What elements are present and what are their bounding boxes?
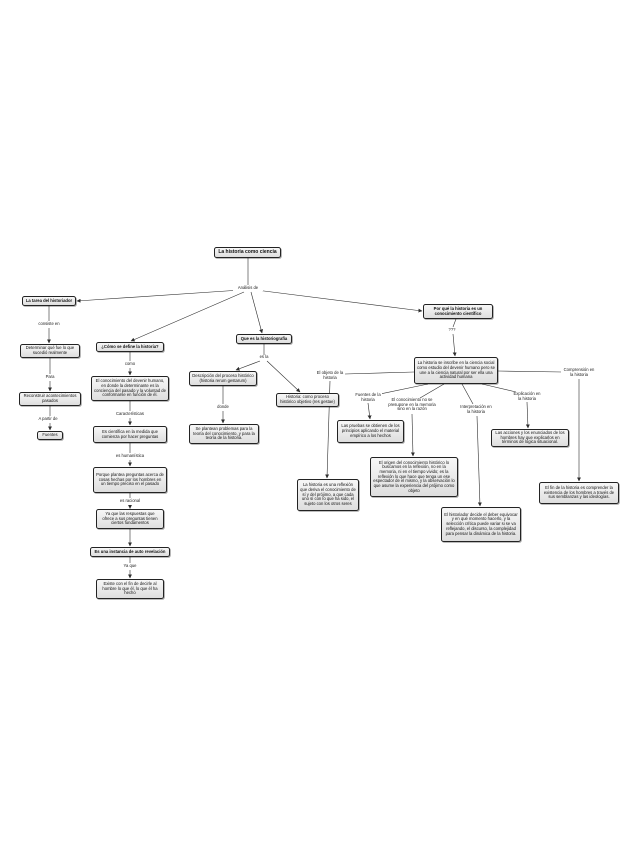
concept-acciones-enunciados: Las acciones y los enunciados de los hom…: [491, 429, 569, 447]
concept-historia-se-inscribe: La historia se inscribe en la ciencia so…: [414, 357, 498, 384]
concept-conocimiento-devenir: El conocimiento del devenir humano, en d…: [91, 376, 169, 401]
link-label-comprension: Comprensión en la historia: [561, 367, 597, 378]
link-label-fuentes-de-la-historia: Fuentes de la historia: [354, 392, 382, 403]
concept-existe-con-el-fin: Existe con el fin de decirle al hombre l…: [96, 579, 164, 599]
concept-se-plantean-problemas: Se plantean problemas para la teoría del…: [189, 424, 259, 444]
link-label-explicacion: Explicación en la historia: [511, 391, 543, 402]
concept-instancia-auto-revelacion: Es una instancia de auto revelación: [90, 547, 170, 557]
link-label-objeto-de-la-historia: El objeto de la historia: [316, 370, 344, 381]
link-label-caracteristicas: Características: [113, 411, 147, 417]
concept-por-que-conocimiento-cientifico: Por qué la historia es un conocimiento c…: [423, 304, 493, 319]
concept-es-cientifica: Es científica en la medida que comienza …: [93, 426, 167, 443]
concept-historiador-decide: El historiador decide el deber equivocar…: [441, 507, 521, 542]
link-label-consiste-en: consiste en: [35, 321, 63, 327]
concept-fuentes: Fuentes: [37, 431, 63, 440]
connector-memoria-to-origen: [410, 413, 415, 457]
concept-que-es-la-historiografia: Que es la historiografía: [236, 334, 292, 344]
connector-porque-ciencia-to-interrog: [452, 318, 457, 328]
concept-la-historia-como-ciencia: La historia como ciencia: [214, 247, 281, 258]
connector-inscribe-to-memoria: [419, 383, 445, 399]
link-label-es-humanistica: es humanística: [114, 453, 146, 459]
connector-analisis-to-como-define: [130, 291, 245, 342]
connector-fuentes-hist-to-pruebas: [367, 402, 372, 420]
connector-analisis-to-tarea: [76, 289, 242, 303]
concept-descripcion-proceso: Descripción del proceso histórico (histo…: [189, 371, 257, 386]
connector-esla-to-proceso: [266, 360, 301, 393]
link-label-para: Para: [43, 374, 57, 380]
link-label-interpretacion: Interpretación en la historia: [458, 404, 494, 415]
concept-porque-plantea: Porque plantea preguntas acerca de cosas…: [93, 467, 167, 493]
concept-historia-es-reflexion: La historia es una reflexión que deriva …: [297, 479, 359, 511]
concept-las-pruebas: Las pruebas se obtienen de los principio…: [337, 420, 404, 443]
link-label-donde: donde: [215, 404, 231, 410]
concept-fin-de-la-historia: El fin de la historia es comprender la e…: [539, 482, 619, 504]
concept-historia-proceso-objetivo: Historia: como proceso histórico objetiv…: [276, 393, 339, 407]
connector-analisis-to-historiografia: [250, 291, 263, 334]
concept-determinar: Determinar qué fue lo que sucedió realme…: [20, 344, 80, 358]
link-label-a-partir-de: A partir de: [35, 416, 61, 422]
link-label-es-racional: es racional: [117, 498, 143, 504]
connector-inscribe-to-objeto: [344, 371, 415, 375]
connector-explicacion-to-acciones: [525, 401, 530, 429]
connector-esla-to-descripcion: [235, 360, 261, 371]
concept-ya-que-las-respuestas: Ya que las respuestas que ofrece a sus p…: [96, 509, 164, 529]
connector-interrog-to-inscribe: [452, 333, 457, 357]
connector-inscribe-to-comprension: [497, 370, 563, 373]
connector-inscribe-to-fuentes-hist: [379, 383, 429, 395]
connector-interpretacion-to-decide: [476, 415, 482, 507]
link-label-conocimiento-memoria-razon: El conocimiento no se presupone en la me…: [386, 397, 438, 413]
connector-analisis-to-porque-ciencia: [255, 289, 423, 313]
concept-como-se-define-la-historia: ¿Cómo se define la historia?: [96, 342, 164, 352]
concept-la-tarea-del-historiador: La tarea del historiador: [22, 296, 76, 306]
concept-origen-conocimiento: El origen del conocimiento histórico lo …: [370, 457, 458, 497]
link-label-ya-que: Ya que: [122, 563, 138, 569]
link-label-como: como: [122, 361, 138, 367]
connector-inscribe-to-interpretacion: [461, 383, 474, 405]
link-label-es-la: es la: [258, 354, 270, 360]
connector-inscribe-to-explicacion: [481, 383, 517, 393]
link-label-analisis-de: Análisis de: [233, 285, 263, 291]
link-label-interrogacion: ???: [446, 327, 458, 333]
concept-reconstruir: Reconstruir acontecimientos pasados: [19, 392, 81, 406]
